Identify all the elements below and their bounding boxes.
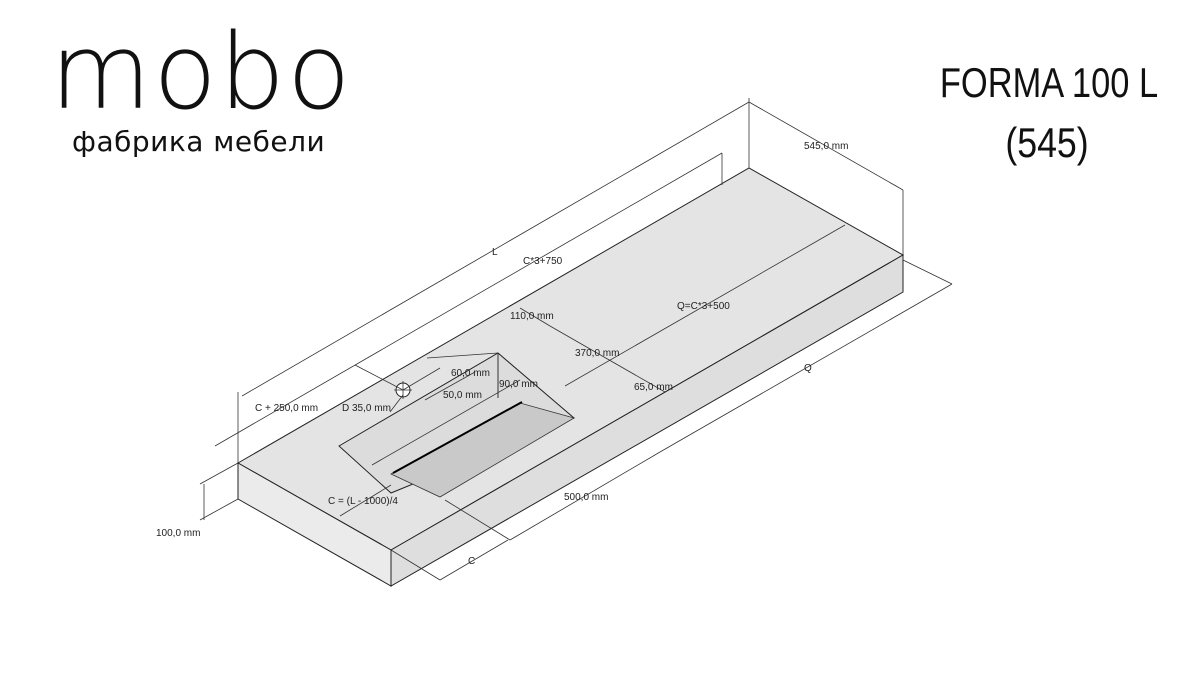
logo-tagline: фабрика мебели [72,125,326,158]
logo-wordmark: mobo [50,11,353,133]
dim-c-formula: C = (L - 1000)/4 [328,496,398,507]
dim-basin-offset: C*3+750 [523,256,563,267]
dim-left-offset: C + 250,0 mm [255,403,318,414]
product-subtitle: (545) [1005,119,1089,166]
dim-basin-width: 500,0 mm [564,492,608,503]
dim-hole-diameter: D 35,0 mm [342,403,391,414]
dim-q-formula: Q=C*3+500 [677,301,730,312]
dim-thickness: 100,0 mm [156,528,200,539]
product-title: FORMA 100 L [939,59,1158,106]
dim-depth: 545,0 mm [804,141,848,152]
slab-side-face [390,254,904,587]
dim-tap-50: 50,0 mm [443,390,482,401]
dim-length: L [492,247,498,258]
dim-tap-60: 60,0 mm [451,368,490,379]
dimension-lines [199,98,953,581]
dim-rim-back: 110,0 mm [510,311,554,322]
basin-slot [392,401,523,474]
dim-basin-depth: 370,0 mm [575,348,619,359]
dim-front-rim: 65,0 mm [634,382,673,393]
dim-basin-height: 90,0 mm [499,379,538,390]
dim-q: Q [804,363,812,374]
basin-inner-rim [371,379,521,466]
dim-c: C [468,556,475,567]
